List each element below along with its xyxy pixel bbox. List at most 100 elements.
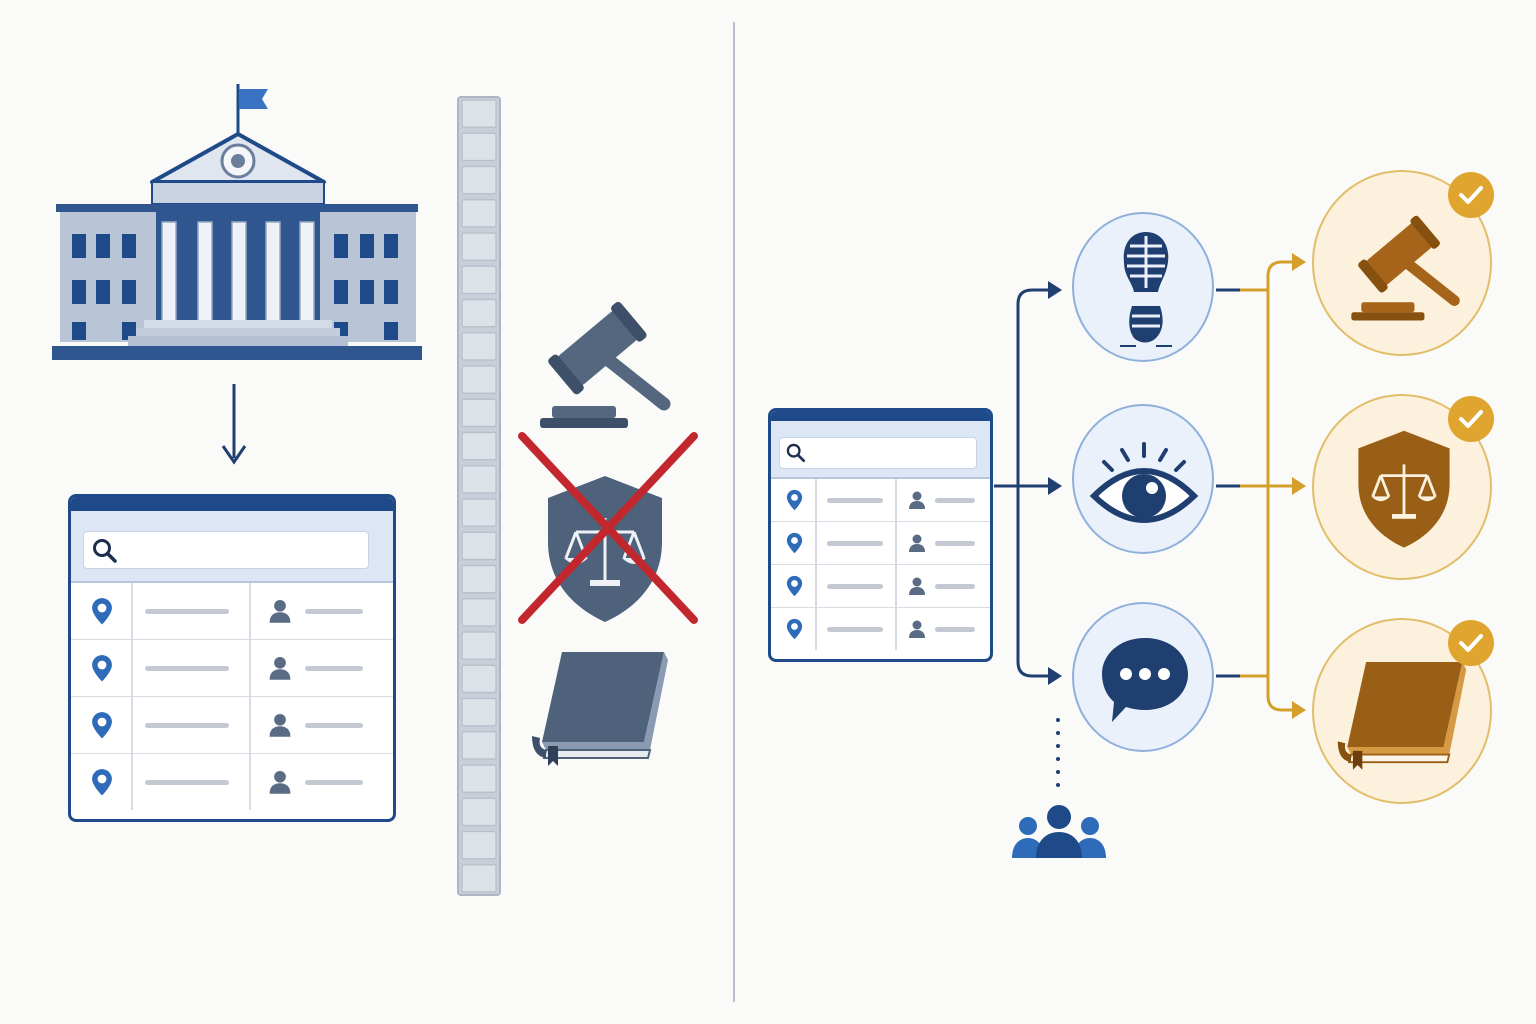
- eye-icon: [1089, 442, 1199, 523]
- wall-brick: [461, 498, 497, 527]
- column-divider: [249, 697, 251, 753]
- wall-brick: [461, 99, 497, 128]
- cell-placeholder: [935, 498, 975, 503]
- column-divider: [249, 583, 251, 639]
- column-divider: [131, 754, 133, 810]
- cell-placeholder: [935, 584, 975, 589]
- wall-brick: [461, 332, 497, 361]
- location-pin-icon: [786, 575, 803, 597]
- wall-brick: [461, 864, 497, 893]
- wall-brick: [461, 631, 497, 660]
- outcome-shield: [1312, 394, 1492, 580]
- wall-brick: [461, 697, 497, 727]
- location-pin-icon: [786, 532, 803, 554]
- wall-brick: [461, 398, 497, 428]
- database-rows: [771, 479, 990, 650]
- search-icon: [93, 539, 117, 563]
- column-divider: [131, 583, 133, 639]
- table-row: [71, 697, 393, 754]
- cell-placeholder: [305, 609, 363, 614]
- person-icon: [907, 576, 927, 596]
- wall-brick: [461, 431, 497, 461]
- right-database-panel: [768, 408, 993, 662]
- shield-scales-icon: [1358, 430, 1450, 548]
- checkmark-icon: [1459, 634, 1483, 652]
- cell-placeholder: [145, 780, 229, 785]
- arrow-down-icon: [221, 384, 247, 465]
- wall-brick: [461, 298, 497, 328]
- cell-placeholder: [827, 498, 883, 503]
- brick-wall-icon: [457, 96, 501, 896]
- gavel-icon: [1351, 215, 1460, 321]
- location-pin-icon: [786, 618, 803, 640]
- source-eye: [1072, 404, 1214, 554]
- wall-brick: [461, 132, 497, 162]
- blocked-cross-icon: [518, 432, 698, 624]
- wall-brick: [461, 564, 497, 594]
- outcome-check-2: [1448, 396, 1494, 442]
- panel-title-bar: [771, 411, 990, 421]
- person-icon: [267, 769, 293, 795]
- wall-brick: [461, 797, 497, 827]
- location-pin-icon: [91, 597, 113, 626]
- wall-brick: [461, 165, 497, 195]
- cell-placeholder: [305, 666, 363, 671]
- source-footprint: [1072, 212, 1214, 362]
- outcome-book: [1312, 618, 1492, 804]
- column-divider: [131, 697, 133, 753]
- speech-bubble-icon: [1102, 638, 1188, 722]
- column-divider: [815, 565, 817, 607]
- checkmark-icon: [1459, 186, 1483, 204]
- government-building-icon: [52, 84, 422, 360]
- gavel-icon: [540, 301, 671, 428]
- wall-brick: [461, 265, 497, 295]
- database-rows: [71, 583, 393, 810]
- person-icon: [267, 712, 293, 738]
- scene-divider: [733, 22, 735, 1002]
- column-divider: [895, 565, 897, 607]
- law-book-icon: [1337, 662, 1467, 770]
- person-icon: [907, 533, 927, 553]
- search-header: [71, 511, 393, 583]
- checkmark-icon: [1459, 410, 1483, 428]
- table-row: [771, 608, 990, 650]
- cell-placeholder: [935, 627, 975, 632]
- table-row: [71, 583, 393, 640]
- table-row: [771, 522, 990, 565]
- cell-placeholder: [305, 780, 363, 785]
- location-pin-icon: [786, 489, 803, 511]
- wall-brick: [461, 598, 497, 627]
- wall-brick: [461, 531, 497, 561]
- cell-placeholder: [827, 541, 883, 546]
- column-divider: [249, 640, 251, 696]
- wall-brick: [461, 465, 497, 494]
- search-icon: [786, 443, 806, 463]
- cell-placeholder: [145, 609, 229, 614]
- cell-placeholder: [935, 541, 975, 546]
- person-icon: [267, 655, 293, 681]
- wall-brick: [461, 199, 497, 228]
- location-pin-icon: [91, 654, 113, 683]
- table-row: [771, 565, 990, 608]
- cell-placeholder: [145, 723, 229, 728]
- wall-brick: [461, 365, 497, 394]
- person-icon: [907, 490, 927, 510]
- panel-title-bar: [71, 497, 393, 511]
- search-input[interactable]: [83, 531, 369, 569]
- location-pin-icon: [91, 711, 113, 740]
- cell-placeholder: [145, 666, 229, 671]
- wall-brick: [461, 232, 497, 261]
- cell-placeholder: [305, 723, 363, 728]
- search-input[interactable]: [779, 437, 977, 469]
- person-icon: [267, 598, 293, 624]
- law-book-icon: [532, 652, 668, 766]
- column-divider: [815, 608, 817, 650]
- wall-brick: [461, 664, 497, 694]
- table-row: [71, 754, 393, 810]
- outcome-check-1: [1448, 172, 1494, 218]
- source-testimony: [1072, 602, 1214, 752]
- cell-placeholder: [827, 627, 883, 632]
- location-pin-icon: [91, 768, 113, 797]
- wall-brick: [461, 764, 497, 793]
